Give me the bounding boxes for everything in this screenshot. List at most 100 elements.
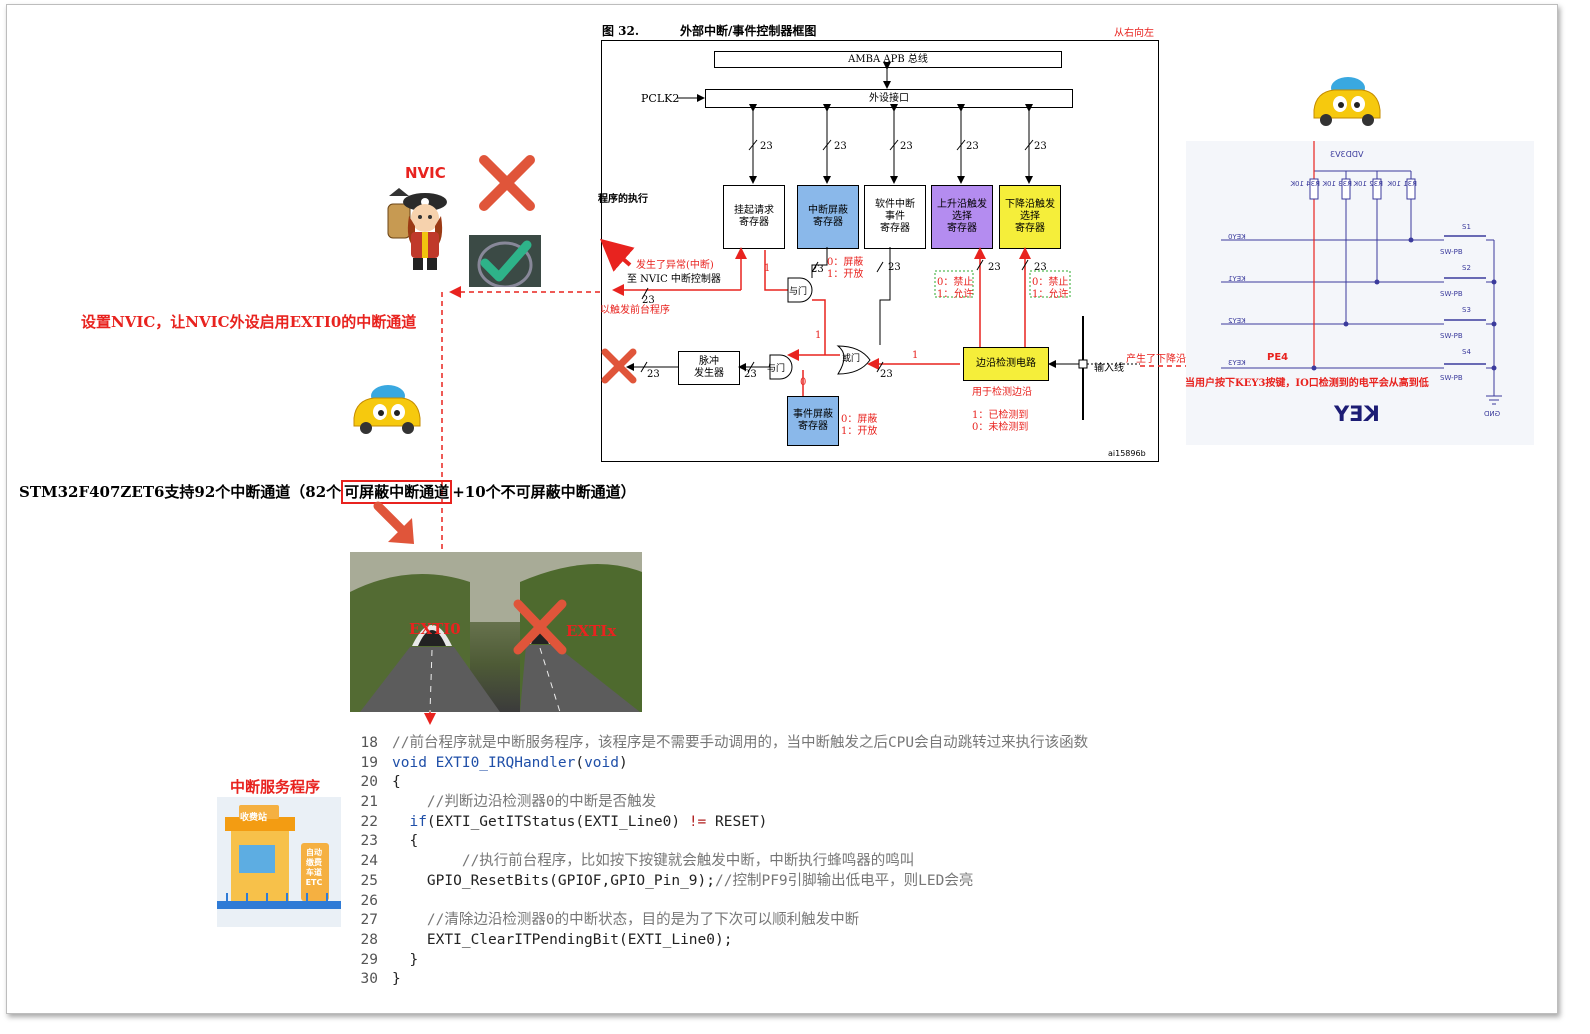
code-line: 24 //执行前台程序，比如按下按键就会触发中断，中断执行蜂鸣器的鸣叫 [352,852,1088,872]
sw-type-1: SW-PB [1440,248,1463,256]
line-number: 28 [352,931,378,951]
line-number: 29 [352,951,378,971]
pirate-icon [385,186,455,272]
svg-text:或门: 或门 [842,352,860,364]
extix-label: EXTIx [566,622,616,640]
code-token: //执行前台程序，比如按下按键就会触发中断，中断执行蜂鸣器的鸣叫 [392,853,914,869]
code-line: 29 } [352,951,1088,971]
code-token: (EXTI_GetITStatus(EXTI_Line0) [427,814,689,830]
switch-s3: S3 [1462,306,1471,314]
code-line: 18 //前台程序就是中断服务程序，该程序是不需要手动调用的，当中断触发之后CPU… [352,734,1088,754]
code-token: //判断边沿检测器0的中断是否触发 [392,794,656,810]
line-number: 24 [352,852,378,872]
switch-s2: S2 [1462,264,1471,272]
resistor-r32: R32 10K [1353,180,1383,188]
svg-text:23: 23 [966,141,979,152]
line-number: 25 [352,872,378,892]
svg-text:23: 23 [811,264,824,275]
support-text-a: STM32F407ZET6支持92个中断通道（82个 [19,483,341,501]
code-line: 28 EXTI_ClearITPendingBit(EXTI_Line0); [352,931,1088,951]
code-token: void [584,755,619,771]
key2-label: KEY2 [1228,317,1246,325]
resistor-r34: R34 10K [1290,180,1320,188]
code-line: 25 GPIO_ResetBits(GPIOF,GPIO_Pin_9);//控制… [352,872,1088,892]
svg-text:23: 23 [1034,141,1047,152]
code-token: EXTI_ClearITPendingBit(EXTI_Line0); [392,932,732,948]
switch-s1: S1 [1462,223,1471,231]
key0-label: KEY0 [1228,233,1246,241]
key1-label: KEY1 [1228,275,1246,283]
svg-text:23: 23 [880,369,893,380]
svg-text:23: 23 [647,369,660,380]
code-line: 27 //清除边沿检测器0的中断状态，目的是为了下次可以顺利触发中断 [352,911,1088,931]
svg-text:23: 23 [744,369,757,380]
line-number: 22 [352,813,378,833]
line-number: 18 [352,734,378,754]
down-right-arrow-icon [372,500,422,550]
isr-label: 中断服务程序 [230,776,320,797]
code-token: //清除边沿检测器0的中断状态，目的是为了下次可以顺利触发中断 [392,912,859,928]
svg-text:23: 23 [888,262,901,273]
code-token: != [689,814,706,830]
check-icon [469,235,541,287]
code-block: 18 //前台程序就是中断服务程序，该程序是不需要手动调用的，当中断触发之后CPU… [352,734,1088,990]
not-detected-label: 0：未检测到 [972,418,1028,433]
svg-text:23: 23 [1034,262,1047,273]
code-token: { [392,774,401,790]
resistor-r33: R33 10K [1322,180,1352,188]
svg-text:与门: 与门 [767,362,785,374]
key-title: KEY [1334,402,1380,426]
support-text-b: +10个不可屏蔽中断通道） [452,483,635,501]
svg-text:0: 0 [800,377,806,388]
code-token: } [392,971,401,987]
switch-s4: S4 [1462,348,1471,356]
line-number: 27 [352,911,378,931]
line-number: 21 [352,793,378,813]
line-number: 20 [352,773,378,793]
exti0-label: EXTI0 [409,620,461,638]
svg-text:23: 23 [988,262,1001,273]
svg-text:与门: 与门 [789,285,807,297]
code-token: } [392,952,418,968]
sw-type-4: SW-PB [1440,374,1463,382]
input-line-label: 输入线 [1094,359,1124,374]
svg-text:1: 1 [912,350,918,361]
code-line: 26 [352,892,1088,912]
gnd-label: GND [1484,410,1500,418]
edge-used-label: 用于检测边沿 [972,383,1032,398]
car-mascot-left-icon [350,380,422,436]
code-token: GPIO_ResetBits(GPIOF,GPIO_Pin_9); [392,873,715,889]
line-number: 19 [352,754,378,774]
toll-sign: 收费站 [240,810,267,823]
forbidden-x-icon [478,154,536,212]
pe4-label: PE4 [1267,352,1288,363]
etc-sign: 自动缴费车道ETC [304,848,324,888]
line-number: 23 [352,832,378,852]
svg-text:23: 23 [760,141,773,152]
figure-code: ai15896b [1108,449,1146,458]
svg-text:1: 1 [764,263,770,274]
to-nvic-label: 至 NVIC 中断控制器 [627,270,721,285]
falling-edge-event: 产生了下降沿 [1126,350,1186,365]
event-mask-note-1: 1：开放 [841,422,877,437]
code-token: { [392,833,418,849]
line-number: 26 [352,892,378,912]
code-line: 23 { [352,832,1088,852]
line-number: 30 [352,970,378,990]
code-token: //控制PF9引脚输出低电平，则LED会亮 [715,873,973,889]
code-token: ( [575,755,584,771]
rising-enable: 1：允许 [937,285,973,300]
key3-press-note: 当用户按下KEY3按键，IO口检测到的电平会从高到低 [1185,374,1429,389]
svg-text:23: 23 [834,141,847,152]
blocked-x-icon [600,347,638,385]
svg-text:23: 23 [900,141,913,152]
code-token: void [392,755,436,771]
trigger-bg-label: 以触发前台程序 [600,301,670,316]
sw-type-3: SW-PB [1440,332,1463,340]
code-line: 21 //判断边沿检测器0的中断是否触发 [352,793,1088,813]
sw-type-2: SW-PB [1440,290,1463,298]
falling-enable: 1：允许 [1032,285,1068,300]
code-line: 22 if(EXTI_GetITStatus(EXTI_Line0) != RE… [352,813,1088,833]
code-token: //前台程序就是中断服务程序，该程序是不需要手动调用的，当中断触发之后CPU会自… [392,735,1088,751]
